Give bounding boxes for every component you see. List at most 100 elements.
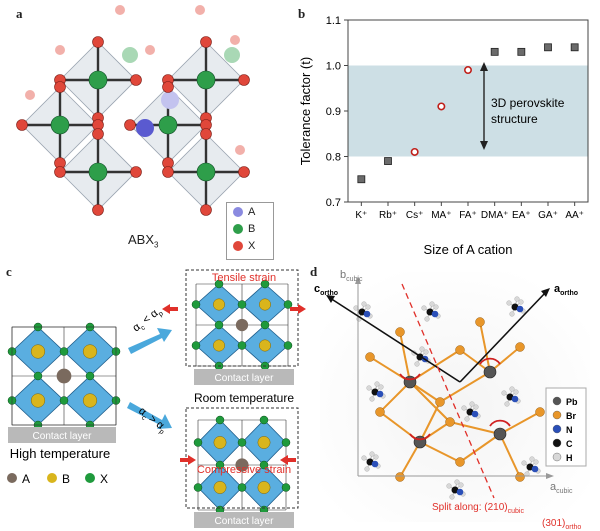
h-atom [513, 389, 519, 395]
pb-br-bond [459, 433, 501, 463]
data-point [464, 66, 473, 75]
b-atom [82, 344, 98, 359]
h-atom [464, 416, 470, 422]
arrow-to-compressive-icon [127, 402, 172, 429]
b-atom [257, 481, 271, 494]
br-atom [365, 352, 375, 362]
a-ortho-arrow-icon [541, 288, 550, 297]
a-atom [56, 368, 72, 384]
x-atom-back [230, 35, 240, 45]
y-tick-label: 0.7 [326, 197, 341, 209]
arrow-to-tensile-icon [128, 328, 172, 354]
h-atom [509, 386, 515, 392]
pb-br-bond [379, 381, 411, 413]
pb-br-bond [479, 321, 491, 373]
x-atom [130, 166, 142, 178]
a-axis-arrow-icon [546, 473, 554, 479]
c-ortho-label: cortho [314, 283, 338, 297]
a-atom [136, 119, 154, 137]
br-atom [455, 457, 465, 467]
x-atom [191, 341, 201, 350]
b-atom [30, 393, 46, 408]
pb-br-bond [419, 441, 461, 463]
h-atom [469, 401, 475, 407]
rotation-arrow-icon [479, 357, 501, 365]
perovskite-band [348, 65, 588, 157]
legend-c-x: X [100, 472, 108, 486]
legend-c-a-icon [7, 473, 17, 483]
x-atom [162, 166, 174, 178]
contact-layer-high [8, 427, 116, 443]
contact-label-tensile: Contact layer [215, 373, 275, 384]
legend-d-label: Br [566, 411, 576, 421]
legend-d-label: Pb [566, 397, 578, 407]
pb-br-bond [399, 441, 421, 478]
b-atom [88, 70, 108, 90]
ineq-bottom: αc > αp [136, 405, 167, 436]
legend-n-icon [552, 424, 562, 434]
x-atom [191, 300, 201, 309]
pb-br-bond [449, 421, 501, 435]
x-atom [259, 460, 269, 470]
panel-a-legend: A B X [226, 202, 274, 260]
x-atom [260, 279, 270, 289]
n-atom [363, 310, 371, 318]
b-atom [196, 162, 216, 182]
x-atom [162, 81, 174, 93]
b-atom [158, 115, 178, 135]
y-tick-label: 0.8 [326, 152, 341, 164]
x-atom [281, 438, 291, 447]
x-atom [260, 320, 270, 330]
panel-a-crystal [16, 5, 250, 216]
arrow-in-left-icon [180, 455, 196, 465]
a-ortho-axis [459, 291, 547, 383]
x-atom [215, 460, 225, 470]
br-atom [515, 342, 525, 352]
x-atom [193, 483, 203, 492]
c-axis-arrow-icon [326, 295, 335, 303]
b-axis-arrow-icon [355, 276, 361, 284]
b-atom [213, 481, 227, 494]
b-atom [259, 298, 271, 311]
h-atom [378, 384, 384, 390]
legend-c-icon [552, 438, 562, 448]
x-tick-label: K⁺ [355, 210, 367, 221]
legend-c-b: B [62, 472, 70, 486]
br-atom [515, 472, 525, 482]
split-plane-line [401, 283, 495, 499]
x-atom [54, 81, 66, 93]
a-atom [235, 318, 249, 332]
x-atom [200, 128, 212, 140]
br-atom [395, 472, 405, 482]
x-atom [85, 371, 95, 381]
x-tick-label: FA⁺ [459, 210, 477, 221]
b-atom [50, 115, 70, 135]
legend-b-row: B [233, 223, 273, 235]
data-point [544, 43, 552, 52]
b-atom [196, 70, 216, 90]
pb-br-bond [419, 401, 441, 443]
x-atom [92, 36, 104, 48]
n-atom [431, 310, 439, 318]
legend-c-a: A [22, 472, 30, 486]
h-atom [374, 381, 380, 387]
h-atom [366, 385, 372, 391]
x-tick-label: AA⁺ [565, 210, 584, 221]
x-tick-label: GA⁺ [538, 210, 558, 221]
n-atom [376, 390, 384, 398]
br-atom [475, 317, 485, 327]
data-point [490, 47, 499, 56]
x-atom [238, 74, 250, 86]
h-atom [419, 346, 425, 352]
lattice-frame [11, 326, 117, 426]
tensile-frame [185, 269, 299, 367]
pb-br-bond [399, 331, 411, 383]
h-atom [433, 304, 439, 310]
arrow-down-icon [480, 141, 488, 150]
x-atom [200, 204, 212, 216]
x-atom [16, 119, 28, 131]
h-atom [421, 305, 427, 311]
n-atom [371, 460, 379, 468]
legend-x-row: X [233, 240, 273, 252]
y-tick-label: 0.9 [326, 106, 341, 118]
